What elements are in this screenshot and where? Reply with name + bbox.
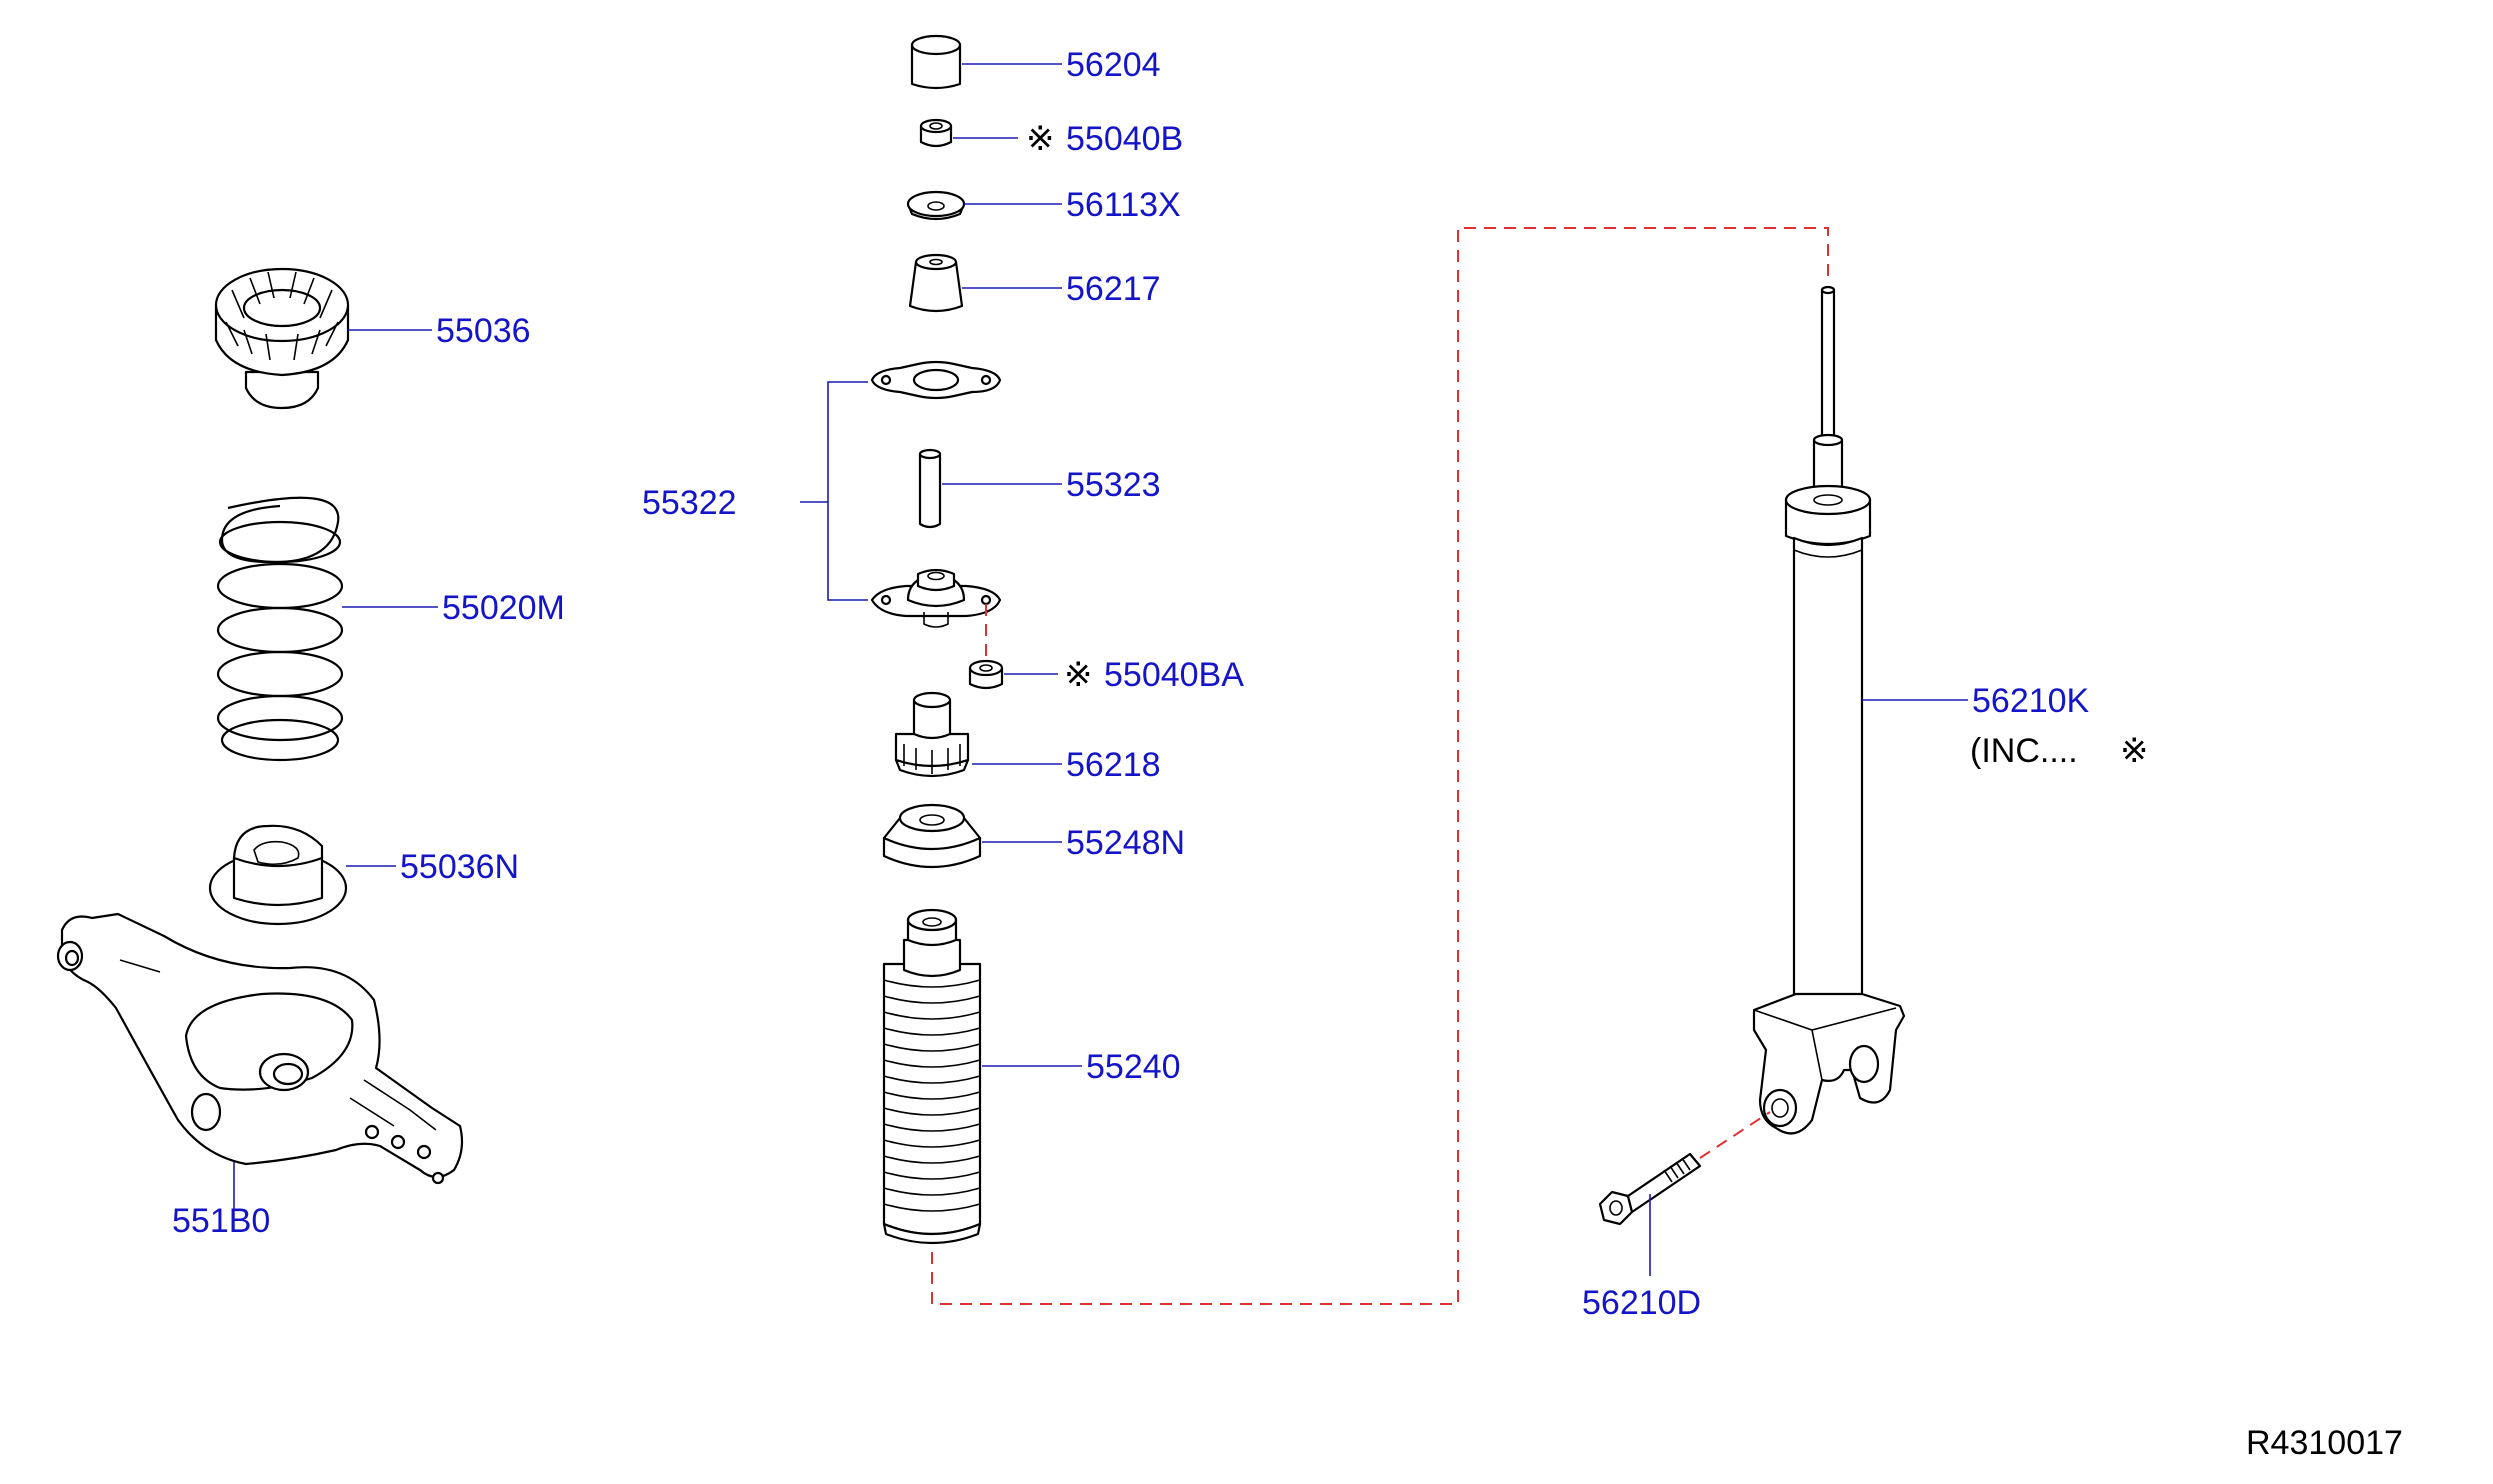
coil-spring-part: [216, 496, 344, 762]
part-label-55240[interactable]: 55240: [1086, 1048, 1181, 1086]
diagram-reference-code: R4310017: [2246, 1424, 2403, 1462]
spring-upper-seat-part: [214, 267, 350, 410]
washer-part: [906, 190, 966, 221]
dust-cap-part: [910, 34, 962, 90]
bound-bumper-part: [894, 691, 970, 778]
upper-mount-plate-part: [870, 360, 1002, 400]
marked-part-symbol: ※: [1064, 656, 1093, 694]
part-label-55040B[interactable]: 55040B: [1066, 120, 1183, 158]
part-label-55322[interactable]: 55322: [642, 484, 737, 522]
marked-part-symbol: ※: [1026, 120, 1055, 158]
marked-part-symbol: ※: [2120, 732, 2149, 770]
part-label-55040BA[interactable]: 55040BA: [1104, 656, 1244, 694]
part-label-55036[interactable]: 55036: [436, 312, 531, 350]
part-label-55020M[interactable]: 55020M: [442, 589, 565, 627]
part-label-56210D[interactable]: 56210D: [1582, 1284, 1701, 1322]
dust-boot-part: [882, 908, 982, 1245]
lower-arm-part: [56, 912, 464, 1185]
collar-pin-part: [918, 448, 942, 529]
part-label-56204[interactable]: 56204: [1066, 46, 1161, 84]
nut-part: [919, 118, 953, 148]
spring-lower-seat-part: [208, 824, 348, 926]
bumper-seat-part: [882, 803, 982, 869]
bushing-part: [908, 253, 964, 313]
part-label-56218[interactable]: 56218: [1066, 746, 1161, 784]
part-label-56217[interactable]: 56217: [1066, 270, 1161, 308]
shock-absorber-part: [1752, 285, 1906, 1135]
part-label-55036N[interactable]: 55036N: [400, 848, 519, 886]
flange-nut-part: [968, 659, 1004, 690]
part-label-55323[interactable]: 55323: [1066, 466, 1161, 504]
bolt-part: [1598, 1152, 1702, 1226]
part-label-56210K[interactable]: 56210K: [1972, 682, 2090, 720]
lower-mount-plate-part: [870, 568, 1002, 628]
inc-note: (INC....: [1970, 732, 2078, 770]
part-label-56113X[interactable]: 56113X: [1066, 186, 1181, 224]
part-label-55248N[interactable]: 55248N: [1066, 824, 1185, 862]
part-label-551B0[interactable]: 551B0: [172, 1202, 270, 1240]
